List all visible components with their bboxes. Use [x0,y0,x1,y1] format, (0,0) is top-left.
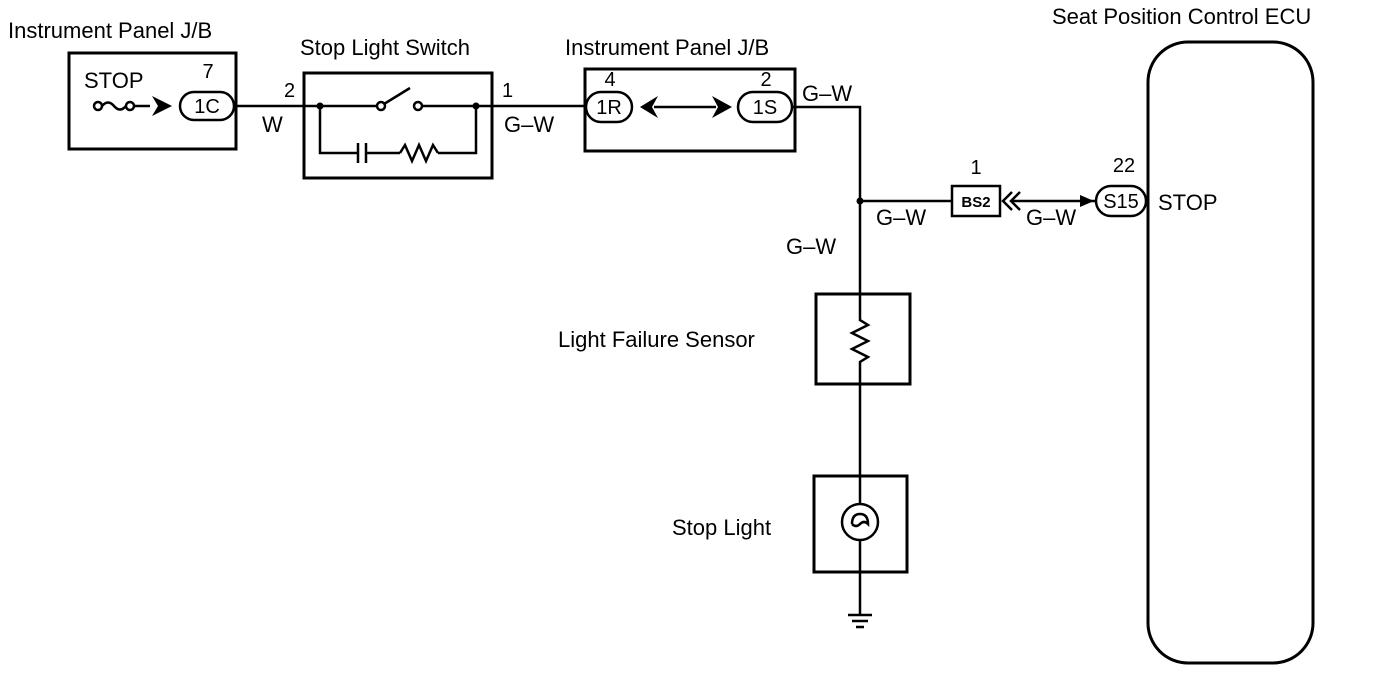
wire-gw-label-5: G–W [1026,205,1076,230]
stop-switch-box [302,71,494,180]
switch-out-pin: 1 [502,80,513,102]
switch-in-pin: 2 [284,80,295,102]
wire-gw-label-1: G–W [504,112,554,137]
connector-arrow-icon [712,96,732,118]
connector-1c [178,90,236,122]
wire-gw-label-3: G–W [786,234,836,259]
ecu-box [1146,40,1315,665]
ecu-stop-label: STOP [1158,190,1218,215]
ecu-title: Seat Position Control ECU [1052,4,1311,29]
ground-icon [848,613,872,629]
connector-1c-pin: 7 [202,61,213,83]
connector-arrow-icon [1080,195,1094,207]
jb-left-box [67,51,238,151]
bulb-icon [840,476,880,615]
fuse-stop-label: STOP [84,68,144,93]
jb-left-title: Instrument Panel J/B [8,18,212,43]
connector-arrow-icon [152,96,172,116]
connector-1c-id: 1C [194,96,220,118]
connector-bs2 [950,184,1002,218]
connector-s15-pin: 22 [1113,155,1135,177]
wire-w-label: W [262,112,283,137]
connector-1s-id: 1S [753,97,777,119]
fuse-icon [92,100,150,112]
switch-icon [316,86,480,165]
light-failure-box [814,292,912,386]
connector-bs2-pin: 1 [970,157,981,179]
connector-1s-pin: 2 [760,69,771,91]
jb-mid-title: Instrument Panel J/B [565,35,769,60]
connector-bs2-id: BS2 [961,194,990,211]
connector-s15-id: S15 [1103,191,1139,213]
wire-gw-label-2: G–W [802,81,852,106]
wire-gw-label-4: G–W [876,205,926,230]
connector-arrow-icon [640,96,658,118]
connector-arrow-icon [1001,191,1013,211]
stop-switch-title: Stop Light Switch [300,35,470,60]
connector-1r [584,90,634,124]
connector-1r-pin: 4 [604,69,615,91]
connector-1r-id: 1R [596,97,622,119]
resistor-icon [849,295,871,477]
stop-light-label: Stop Light [672,515,771,540]
light-failure-label: Light Failure Sensor [558,327,755,352]
jb-mid-box [583,67,797,153]
connector-s15 [1094,184,1148,218]
